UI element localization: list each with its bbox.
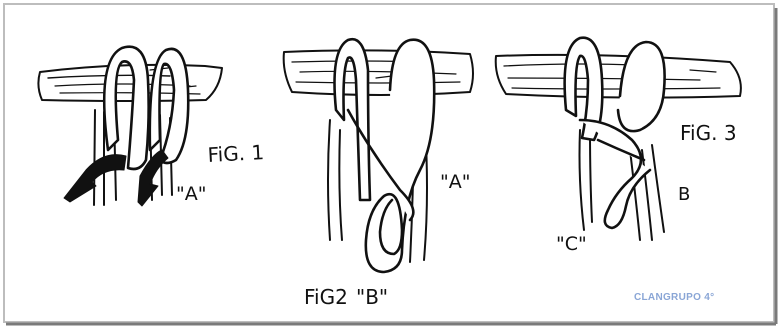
- fig3-label-b: B: [678, 184, 690, 205]
- fig1-label-a: "A": [176, 183, 206, 205]
- fig2-caption: FiG2: [304, 285, 348, 309]
- fig3-branch: [496, 55, 741, 98]
- fig3-label-c: "C": [556, 233, 587, 255]
- fig2-label-b: "B": [356, 285, 388, 309]
- fig2-label-a: "A": [440, 171, 470, 193]
- fig3-caption: FiG. 3: [680, 121, 737, 145]
- fig1-branch: [38, 65, 222, 101]
- watermark: CLANGRUPO 4°: [634, 292, 714, 303]
- fig1-caption: FiG. 1: [207, 140, 265, 167]
- fig2-branch: [284, 50, 473, 95]
